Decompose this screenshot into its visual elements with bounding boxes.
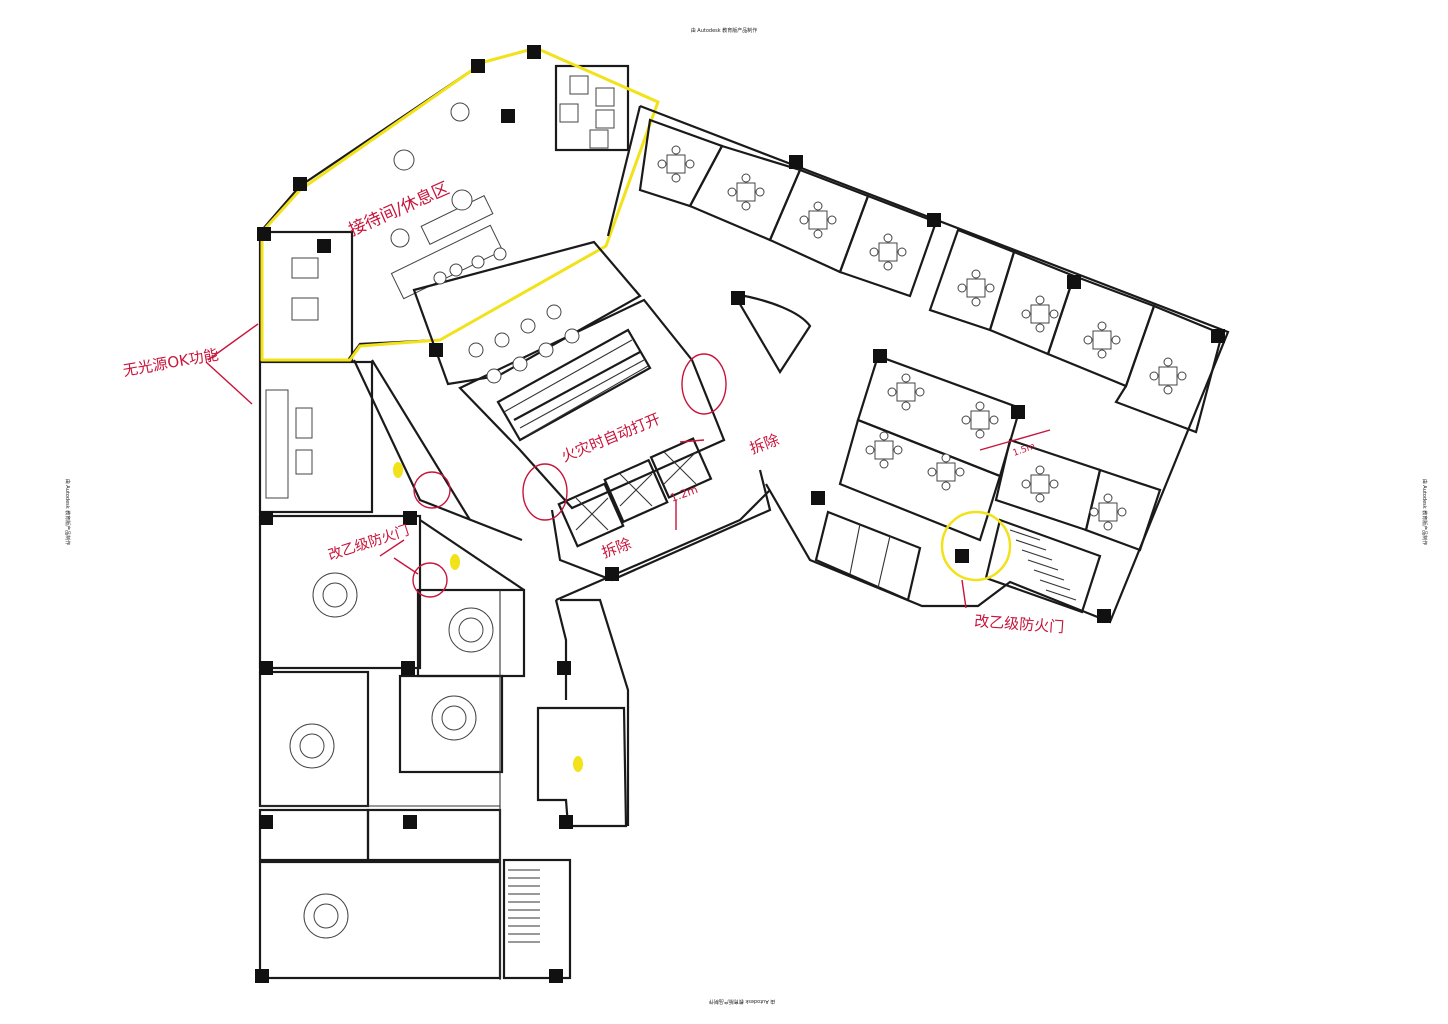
top-caption: 由 Autodesk 教育版产品制作 <box>691 27 758 34</box>
column <box>549 969 563 983</box>
yellow-boundary <box>260 46 660 362</box>
desk-cluster <box>869 233 907 271</box>
column <box>401 661 415 675</box>
desk-cluster <box>1149 357 1187 395</box>
note-demolish-2: 拆除 <box>599 535 633 562</box>
round-table <box>312 572 358 618</box>
door-circle <box>522 463 568 521</box>
column <box>471 59 485 73</box>
column <box>1211 329 1225 343</box>
column <box>605 567 619 581</box>
desk-cluster <box>865 431 903 469</box>
column <box>259 815 273 829</box>
column <box>293 177 307 191</box>
note-width: 1.2m <box>669 483 700 505</box>
door-circle <box>413 471 451 509</box>
column <box>429 343 443 357</box>
column <box>927 213 941 227</box>
round-table <box>303 893 349 939</box>
column <box>501 109 515 123</box>
desk-cluster <box>887 373 925 411</box>
column <box>557 661 571 675</box>
column <box>255 969 269 983</box>
column <box>403 511 417 525</box>
column <box>1097 609 1111 623</box>
round-table <box>431 695 477 741</box>
desk-cluster <box>799 201 837 239</box>
column <box>873 349 887 363</box>
column <box>731 291 745 305</box>
stair-treads <box>508 869 540 943</box>
note-grade-b-door-2: 改乙级防火门 <box>974 612 1065 636</box>
column <box>259 661 273 675</box>
door-circle <box>412 562 448 598</box>
note-fire-door: 火灾时自动打开 <box>559 410 663 466</box>
desk-cluster <box>1083 321 1121 359</box>
east-wing <box>606 104 1230 624</box>
column <box>257 227 271 241</box>
structural-columns <box>255 45 1225 983</box>
stair-treads <box>1009 529 1077 601</box>
round-table <box>289 723 335 769</box>
column <box>317 239 331 253</box>
north-lobby <box>260 46 660 362</box>
elevator-bank <box>557 437 713 548</box>
column <box>811 491 825 505</box>
stair-door-circle <box>940 510 1012 582</box>
right-caption: 由 Autodesk 教育版产品制作 <box>1421 479 1428 546</box>
exit-markers <box>393 462 583 772</box>
note-small-dim: 1.5m <box>1012 442 1037 459</box>
desk-cluster <box>957 269 995 307</box>
note-left: 无光源OK功能 <box>122 345 220 380</box>
bottom-caption: 由 Autodesk 教育版产品制作 <box>709 998 776 1005</box>
left-caption: 由 Autodesk 教育版产品制作 <box>64 479 71 546</box>
desk-cluster <box>727 173 765 211</box>
column <box>403 815 417 829</box>
central-core <box>353 240 772 602</box>
desk-cluster <box>657 145 695 183</box>
column <box>559 815 573 829</box>
desk-cluster <box>927 453 965 491</box>
desk-cluster <box>1021 465 1059 503</box>
column <box>1067 275 1081 289</box>
note-demolish-1: 拆除 <box>747 431 781 458</box>
column <box>259 511 273 525</box>
west-wing <box>258 230 630 980</box>
column <box>955 549 969 563</box>
column <box>527 45 541 59</box>
desk-cluster <box>961 401 999 439</box>
round-table <box>448 607 494 653</box>
desk-cluster <box>1021 295 1059 333</box>
desk-cluster <box>1089 493 1127 531</box>
door-circle <box>681 353 727 415</box>
desk-clusters <box>657 145 1187 531</box>
column <box>789 155 803 169</box>
column <box>1011 405 1025 419</box>
